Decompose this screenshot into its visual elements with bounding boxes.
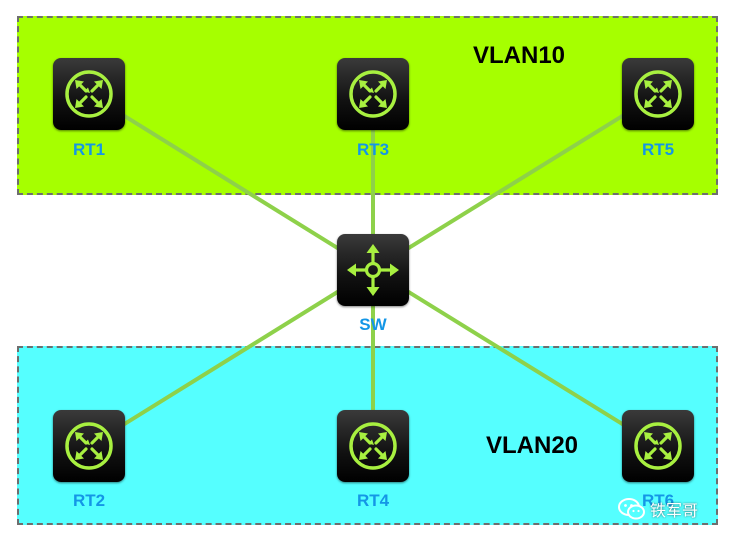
- link-sw-rt6: [371, 268, 660, 448]
- router-icon: [65, 70, 113, 118]
- link-sw-rt2: [87, 268, 375, 448]
- vlan20-label: VLAN20: [486, 432, 579, 459]
- router-icon: [634, 422, 682, 470]
- router-icon: [65, 422, 113, 470]
- router-rt1[interactable]: [53, 58, 125, 130]
- watermark: 铁军哥: [618, 496, 698, 522]
- router-rt3[interactable]: [337, 58, 409, 130]
- switch-sw[interactable]: [337, 234, 409, 306]
- router-rt4-label: RT4: [356, 491, 390, 510]
- router-icon: [634, 70, 682, 118]
- link-sw-rt1: [87, 92, 375, 272]
- vlan10-label: VLAN10: [473, 42, 566, 69]
- router-rt6[interactable]: [622, 410, 694, 482]
- router-rt5-label: RT5: [641, 140, 675, 159]
- router-icon: [349, 70, 397, 118]
- watermark-text: 铁军哥: [650, 501, 699, 520]
- router-rt2[interactable]: [53, 410, 125, 482]
- switch-icon: [347, 244, 399, 296]
- router-rt3-label: RT3: [356, 140, 390, 159]
- router-icon: [349, 422, 397, 470]
- wechat-icon: [618, 498, 645, 520]
- router-rt5[interactable]: [622, 58, 694, 130]
- router-rt2-label: RT2: [72, 491, 106, 510]
- router-rt1-label: RT1: [72, 140, 106, 159]
- router-rt6-label: RT6: [641, 491, 675, 510]
- switch-sw-label: SW: [359, 315, 387, 334]
- router-rt4[interactable]: [337, 410, 409, 482]
- link-sw-rt5: [371, 92, 660, 272]
